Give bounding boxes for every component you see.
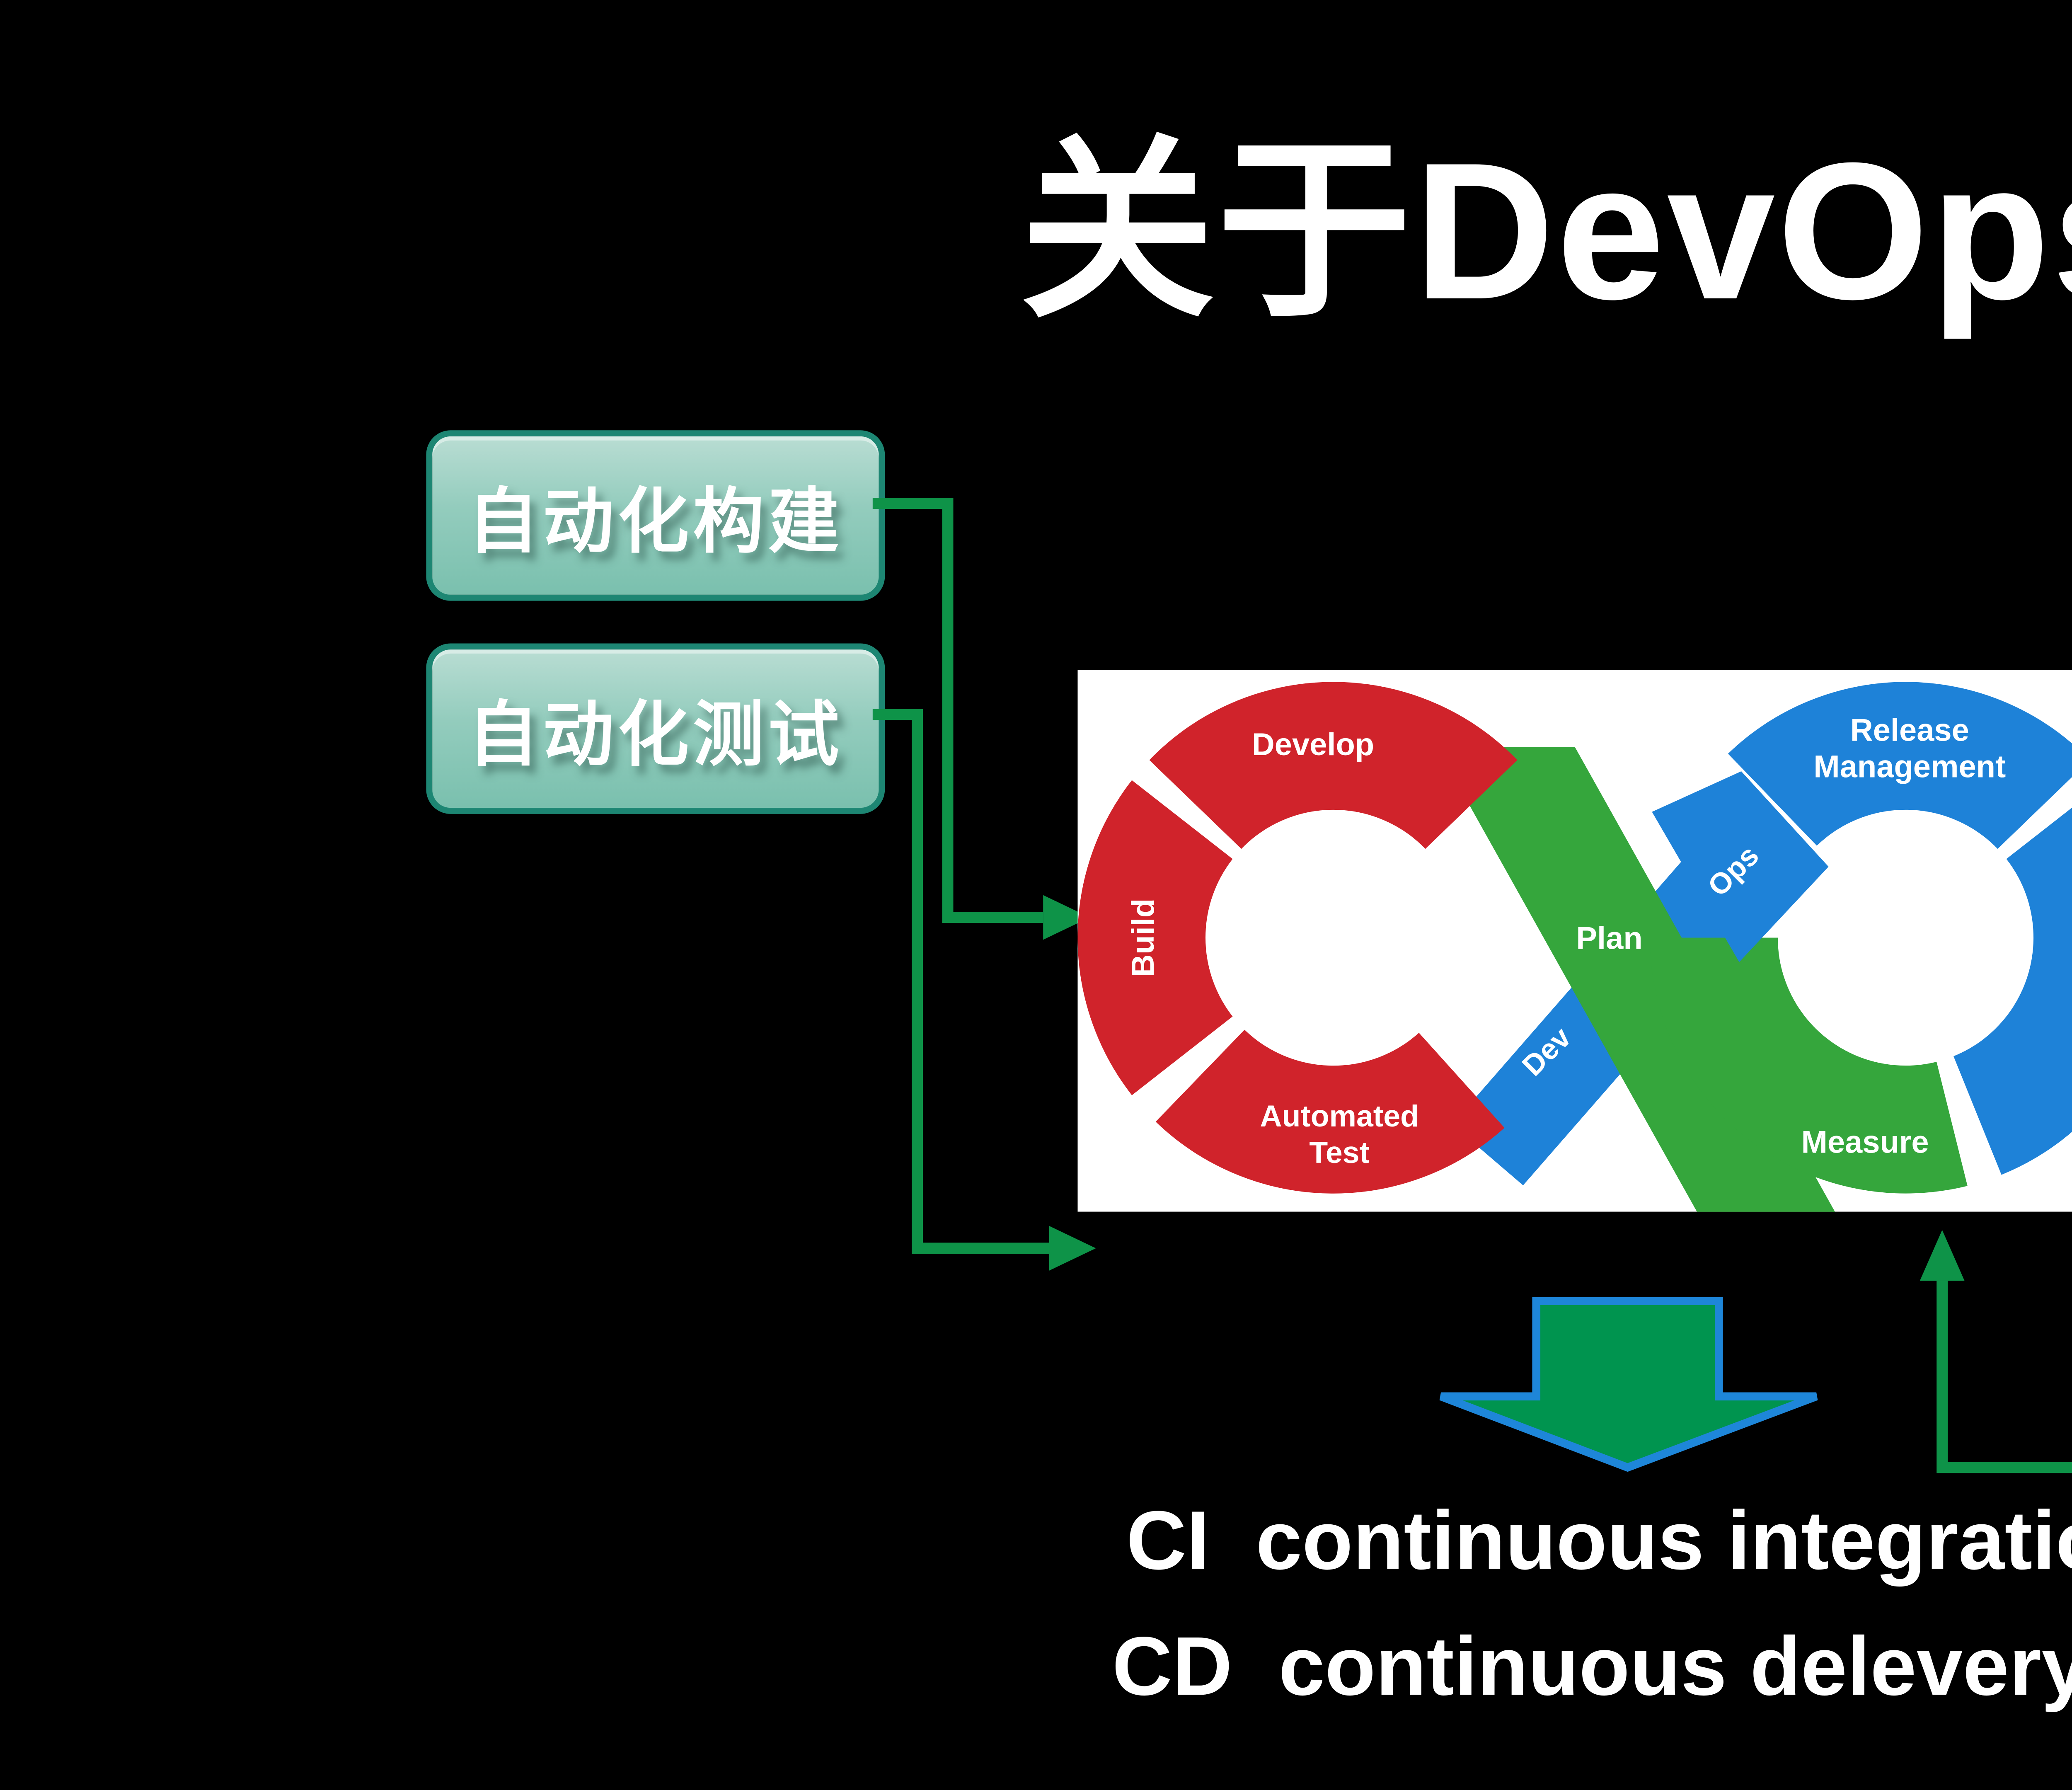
build-label: Build [1126, 899, 1161, 977]
develop-arc [1149, 682, 1518, 850]
measure-label: Measure [1801, 1125, 1929, 1160]
page-title: 关于DevOps [1020, 124, 2072, 341]
connector-auto-build-to-diagram [872, 498, 1043, 923]
automated-test-arc [1155, 1029, 1505, 1194]
release-management-label-line1: Release [1850, 713, 1969, 748]
label-box-automated-test: 自动化测试 [426, 643, 885, 814]
arrowhead-up-measure [1920, 1230, 1965, 1281]
connector-auto-test-to-diagram [872, 709, 1049, 1254]
measure-arc [1650, 937, 1968, 1194]
label-box-automated-build: 自动化构建 [426, 430, 885, 601]
label-box-automated-test-text: 自动化测试 [467, 695, 843, 775]
arrowhead-right-test [1049, 1226, 1096, 1271]
operate-arc [1953, 807, 2072, 1175]
release-management-arc [1728, 682, 2072, 850]
ci-definition-text: CI continuous integration [1126, 1494, 2072, 1587]
devops-infinity-diagram: Develop Build Automated Test Plan Dev Op… [1077, 670, 2072, 1212]
build-arc [1077, 780, 1233, 1095]
connector-log-monitor-to-diagram [1936, 1281, 2072, 1473]
release-management-label-line2: Management [1813, 749, 2006, 785]
big-down-arrow-icon [1439, 1297, 1818, 1472]
automated-test-label-line2: Test [1309, 1136, 1370, 1170]
plan-label: Plan [1576, 920, 1642, 956]
label-box-automated-build-text: 自动化构建 [467, 482, 843, 562]
automated-test-label-line1: Automated [1260, 1099, 1419, 1133]
cd-definition-text: CD continuous delevery [1112, 1620, 2072, 1713]
ops-chevron [1652, 771, 1829, 962]
develop-label: Develop [1252, 727, 1374, 762]
